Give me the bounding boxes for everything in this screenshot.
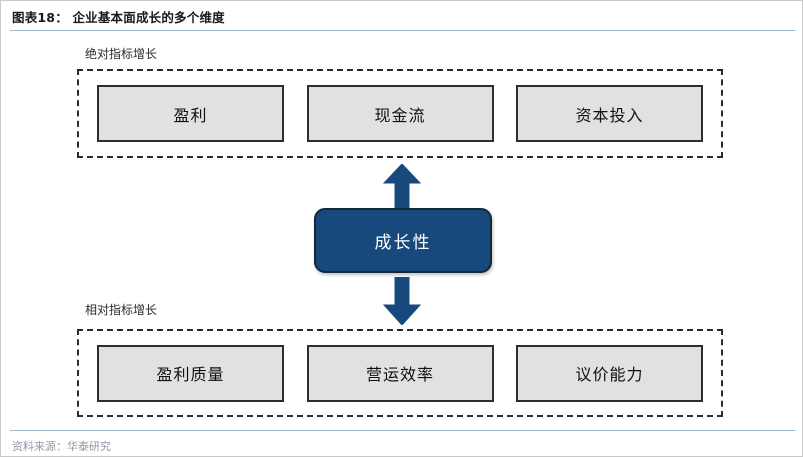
concept-box-operating-efficiency[interactable]: 营运效率 [306,344,494,402]
down-arrow-icon [382,276,422,330]
dashed-group-relative: 盈利质量 营运效率 议价能力 [77,329,723,417]
concept-box-cashflow[interactable]: 现金流 [306,85,494,142]
concept-row-relative: 盈利质量 营运效率 议价能力 [79,331,721,415]
title-divider [10,30,795,31]
group-label-relative: 相对指标增长 [85,303,158,317]
footer-divider [10,430,795,431]
concept-box-profit-quality[interactable]: 盈利质量 [97,344,284,402]
concept-box-pricing-power[interactable]: 议价能力 [516,344,703,402]
concept-row-absolute: 盈利 现金流 资本投入 [79,71,721,156]
source-note: 资料来源：华泰研究 [12,440,111,453]
center-node-growth[interactable]: 成长性 [314,208,492,273]
concept-box-profit[interactable]: 盈利 [97,85,284,142]
group-label-absolute: 绝对指标增长 [85,47,158,61]
concept-box-capital-investment[interactable]: 资本投入 [516,85,703,142]
page-title: 图表18： 企业基本面成长的多个维度 [12,10,225,25]
dashed-group-absolute: 盈利 现金流 资本投入 [77,69,723,158]
